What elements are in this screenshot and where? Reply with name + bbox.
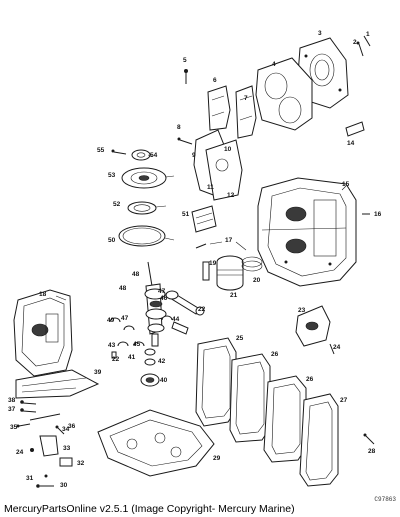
callout-9[interactable]: 9 — [192, 152, 196, 159]
callout-21[interactable]: 21 — [230, 292, 238, 299]
crankshaft-48 — [144, 261, 167, 347]
base-plate — [97, 409, 215, 477]
callout-29[interactable]: 29 — [213, 455, 221, 462]
small-fasteners — [16, 400, 73, 488]
gasket-52 — [127, 201, 157, 215]
cylinder-head-gasket-4 — [255, 57, 313, 131]
piston-21 — [216, 255, 244, 291]
callout-7[interactable]: 7 — [244, 95, 248, 102]
callout-23[interactable]: 23 — [298, 307, 306, 314]
callout-32[interactable]: 32 — [77, 460, 85, 467]
callout-51[interactable]: 51 — [182, 211, 190, 218]
callout-18[interactable]: 18 — [39, 291, 47, 298]
gasket-39 — [15, 369, 100, 399]
callout-47-lower[interactable]: 47 — [121, 315, 129, 322]
callout-16[interactable]: 16 — [374, 211, 382, 218]
flywheel-plate-53 — [121, 167, 167, 189]
callout-20[interactable]: 20 — [253, 277, 261, 284]
reed-block-51 — [191, 205, 217, 233]
leader-lines — [55, 154, 347, 301]
callout-35[interactable]: 35 — [10, 424, 18, 431]
crankcase-cover-18 — [13, 289, 73, 377]
callout-17[interactable]: 17 — [225, 237, 233, 244]
callout-36[interactable]: 36 — [68, 423, 76, 430]
drawing-code: C97863 — [374, 496, 396, 503]
callout-12[interactable]: 12 — [227, 192, 235, 199]
bearing-halves-43-45 — [109, 315, 173, 366]
exploded-parts-diagram — [13, 35, 375, 488]
callout-11[interactable]: 11 — [207, 184, 214, 191]
cover-26 — [229, 353, 271, 443]
callout-43[interactable]: 43 — [108, 342, 116, 349]
callout-47[interactable]: 47 — [158, 288, 166, 295]
callout-50[interactable]: 50 — [108, 237, 116, 244]
callout-15[interactable]: 15 — [342, 181, 350, 188]
bolts-top — [184, 35, 371, 137]
callout-39[interactable]: 39 — [94, 369, 102, 376]
callout-30[interactable]: 30 — [60, 482, 68, 489]
callout-27[interactable]: 27 — [340, 397, 348, 404]
connecting-rod-22 — [165, 290, 205, 335]
callout-53[interactable]: 53 — [108, 172, 116, 179]
callout-40[interactable]: 40 — [160, 377, 168, 384]
callout-19[interactable]: 19 — [209, 260, 217, 267]
callout-10[interactable]: 10 — [224, 146, 232, 153]
callout-24[interactable]: 24 — [333, 344, 341, 351]
callout-4[interactable]: 4 — [272, 61, 276, 68]
callout-44[interactable]: 44 — [172, 316, 180, 323]
callout-5[interactable]: 5 — [183, 57, 187, 64]
callout-14[interactable]: 14 — [347, 140, 355, 147]
callout-22-lower[interactable]: 22 — [112, 356, 120, 363]
callout-28[interactable]: 28 — [368, 448, 376, 455]
transfer-cover-27 — [299, 393, 339, 487]
cylinder-head-6 — [235, 85, 257, 139]
callout-24-lower[interactable]: 24 — [16, 449, 24, 456]
callout-26-right[interactable]: 26 — [306, 376, 314, 383]
thermostat-housing-9-12 — [177, 129, 243, 201]
callout-54[interactable]: 54 — [150, 152, 158, 159]
callout-37[interactable]: 37 — [8, 406, 16, 413]
cylinder-block-15 — [257, 177, 370, 287]
callout-25[interactable]: 25 — [236, 335, 244, 342]
callout-8[interactable]: 8 — [177, 124, 181, 131]
callout-42[interactable]: 42 — [158, 358, 166, 365]
callout-46[interactable]: 46 — [160, 295, 168, 302]
callout-33[interactable]: 33 — [63, 445, 71, 452]
callout-31[interactable]: 31 — [26, 475, 34, 482]
callout-6[interactable]: 6 — [213, 77, 217, 84]
wrist-pin-19 — [195, 243, 210, 281]
callout-55[interactable]: 55 — [97, 147, 105, 154]
callout-34[interactable]: 34 — [62, 426, 70, 433]
callout-2[interactable]: 2 — [353, 39, 357, 46]
callout-49[interactable]: 49 — [107, 317, 115, 324]
callout-41[interactable]: 41 — [128, 354, 136, 361]
callout-48-lower[interactable]: 48 — [119, 285, 127, 292]
callout-3[interactable]: 3 — [318, 30, 322, 37]
callout-22[interactable]: 22 — [198, 306, 206, 313]
callout-1[interactable]: 1 — [366, 31, 370, 38]
callout-52[interactable]: 52 — [113, 201, 121, 208]
callout-45[interactable]: 45 — [133, 341, 141, 348]
fitting-23-24 — [295, 305, 335, 355]
bearing-40 — [140, 373, 160, 387]
callout-38[interactable]: 38 — [8, 397, 16, 404]
gasket-26b — [263, 375, 307, 463]
copyright-footer: MercuryPartsOnline v2.5.1 (Image Copyrig… — [4, 503, 295, 515]
cover-gasket-5 — [207, 85, 231, 131]
callout-26[interactable]: 26 — [271, 351, 279, 358]
seal-ring-50 — [118, 225, 166, 247]
piston-rings-20 — [241, 256, 263, 272]
bearing-cap-55 — [111, 149, 151, 161]
callout-48[interactable]: 48 — [132, 271, 140, 278]
bolt-28 — [363, 433, 375, 445]
